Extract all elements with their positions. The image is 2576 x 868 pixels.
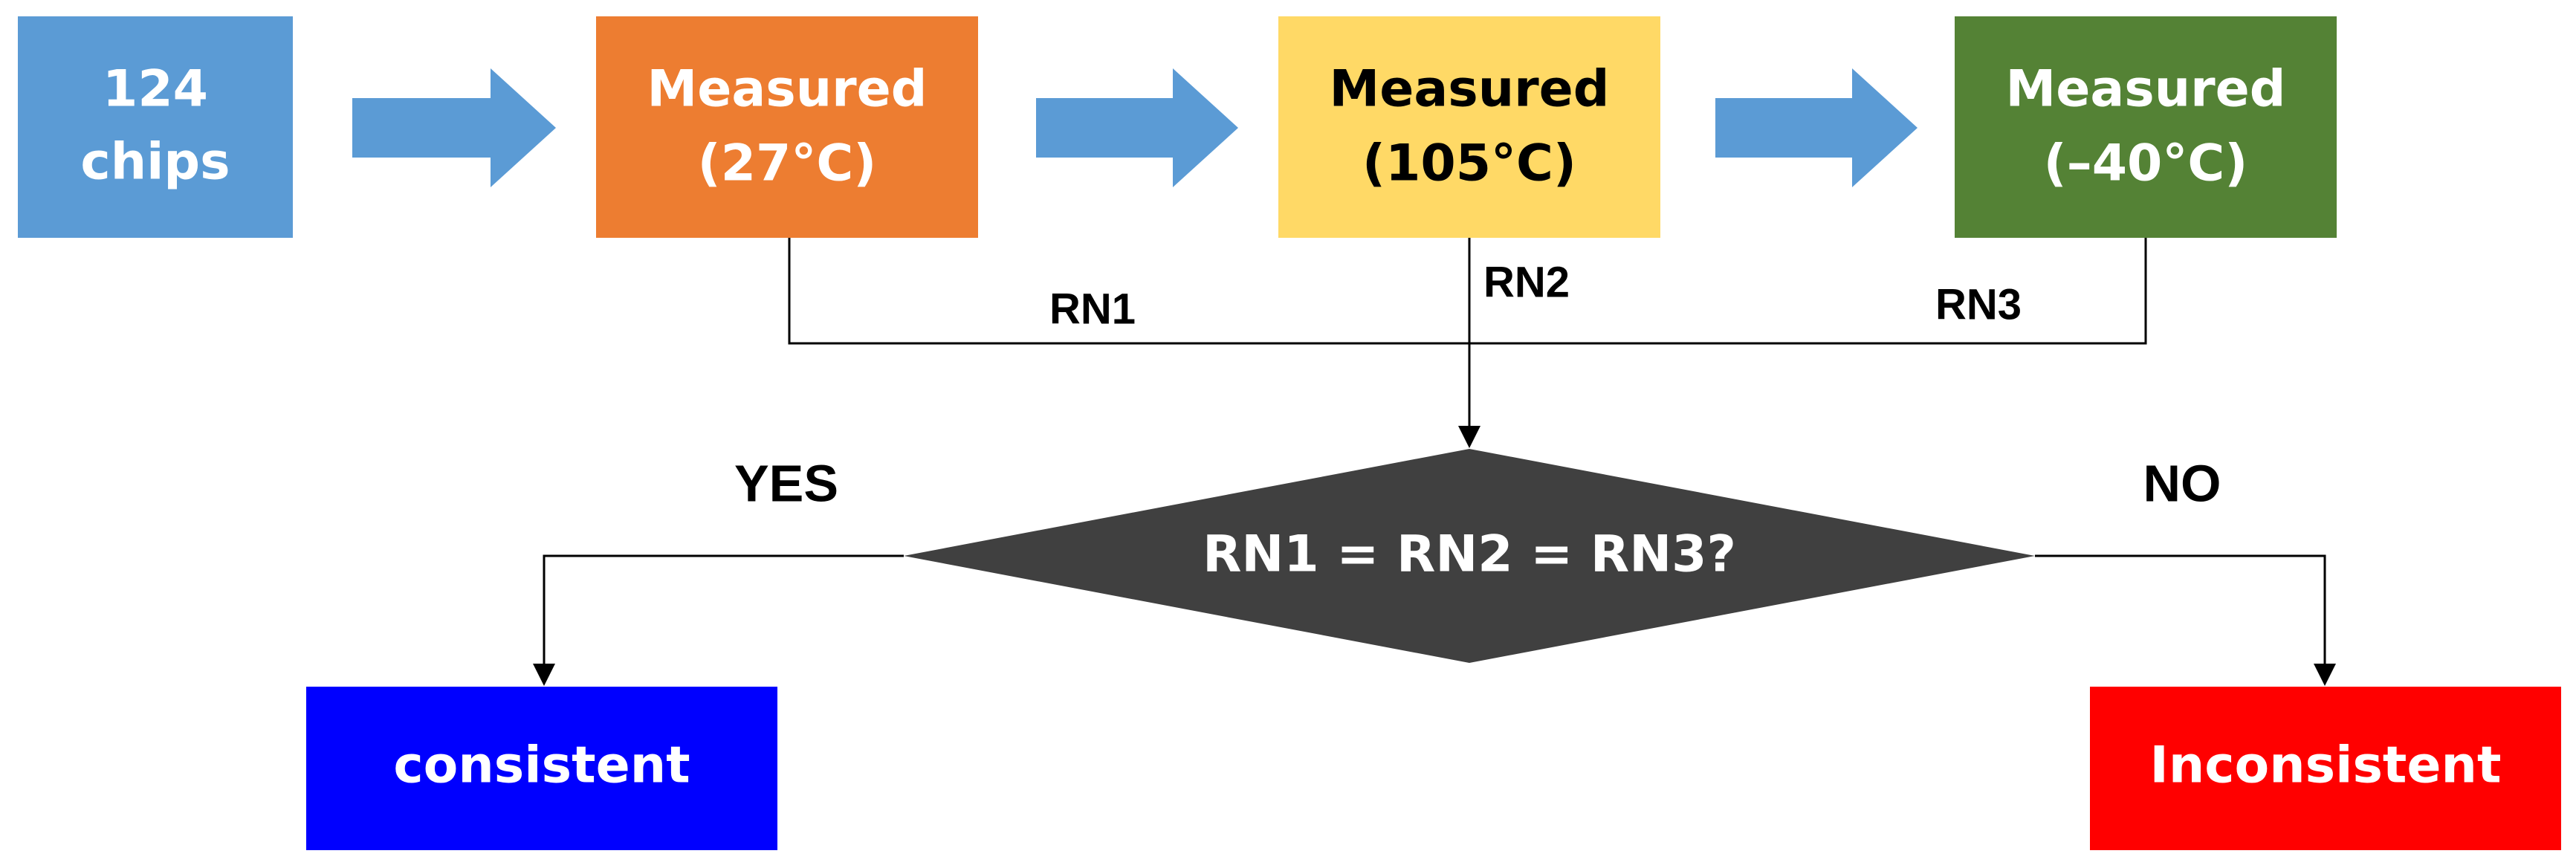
start-box-line2: chips: [80, 133, 230, 192]
measure-box-105c-rect: [1278, 16, 1660, 238]
rn3-label: RN3: [1935, 280, 2022, 328]
rn1-label: RN1: [1049, 285, 1136, 333]
measure-box-minus40c: Measured (–40°C): [1955, 16, 2337, 238]
measure-box-27c: Measured (27°C): [596, 16, 978, 238]
measure-box-minus40c-line1: Measured: [2006, 60, 2286, 119]
yes-label: YES: [734, 454, 838, 512]
measure-box-105c: Measured (105°C): [1278, 16, 1660, 238]
flow-arrow-2: [1036, 68, 1238, 187]
measure-box-27c-line1: Measured: [647, 60, 928, 119]
rn2-label: RN2: [1483, 258, 1570, 306]
consistent-box: consistent: [306, 687, 777, 850]
measure-box-27c-rect: [596, 16, 978, 238]
decision-question: RN1 = RN2 = RN3?: [1203, 525, 1736, 584]
measure-box-27c-line2: (27°C): [698, 135, 877, 193]
start-box-line1: 124: [103, 60, 208, 119]
rn1-connector: [788, 238, 2147, 345]
decision-diamond-shape: [904, 449, 2035, 663]
no-branch-connector: [2035, 554, 2336, 686]
measure-box-105c-line1: Measured: [1330, 60, 1610, 119]
measure-box-minus40c-rect: [1955, 16, 2337, 238]
start-box-rect: [18, 16, 293, 238]
start-box: 124 chips: [18, 16, 293, 238]
inconsistent-box-rect: [2090, 687, 2561, 850]
consistent-label: consistent: [393, 736, 690, 795]
measure-box-105c-line2: (105°C): [1362, 135, 1576, 193]
inconsistent-label: Inconsistent: [2150, 736, 2502, 795]
decision-diamond: RN1 = RN2 = RN3?: [904, 449, 2035, 663]
consistent-box-rect: [306, 687, 777, 850]
measure-box-minus40c-line2: (–40°C): [2044, 135, 2248, 193]
yes-branch-connector: [533, 554, 904, 686]
inconsistent-box: Inconsistent: [2090, 687, 2561, 850]
flow-arrow-3: [1715, 68, 1918, 187]
no-label: NO: [2143, 454, 2221, 512]
flow-arrow-1: [352, 68, 556, 187]
